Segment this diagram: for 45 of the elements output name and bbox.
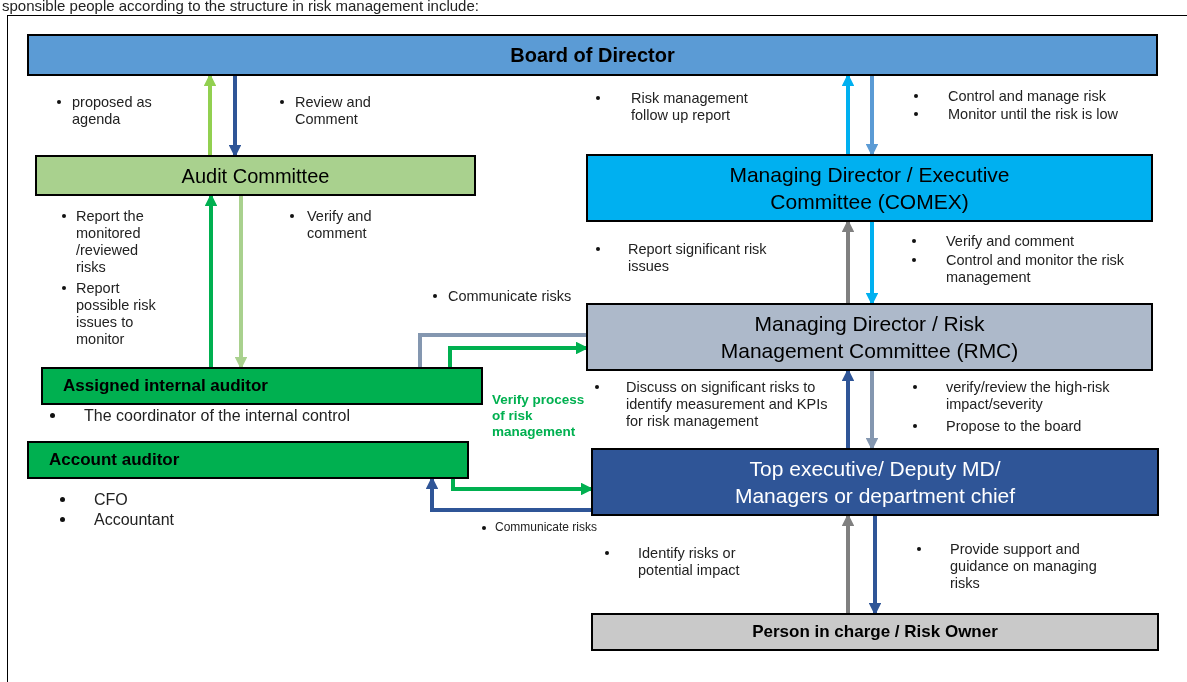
bullet-text: Communicate risks (448, 288, 573, 305)
node-note: CFO (94, 490, 129, 509)
node-title: Audit Committee (181, 163, 330, 189)
bullet-text: Discuss on significant risks to identify measurement and KPIs for risk management (626, 379, 829, 430)
auditor-box (27, 441, 469, 479)
bullet-text: Identify risks or potential impact (638, 545, 741, 579)
bullet-text: Report the monitored /reviewed risks (76, 208, 145, 276)
node-title: Top executive/ Deputy MD/ Managers or department chief (733, 456, 1017, 509)
bullet-text: proposed as agenda (72, 94, 153, 128)
bullet-text: Provide support and guidance on managing risks (950, 541, 1097, 592)
node-title: Managing Director / Executive Committee (COMEX) (728, 162, 1011, 215)
bullet-text: Report possible risk issues to monitor (76, 280, 157, 348)
arrow (865, 222, 879, 306)
bullet-text: Verify and comment (946, 233, 1076, 250)
bullet-text: Communicate risks (495, 520, 599, 534)
bullet-text: Control and manage risk (948, 88, 1107, 105)
node-title: Board of Director (510, 43, 675, 68)
committee-box (586, 303, 1153, 371)
process-note: Verify process of risk management (492, 392, 586, 440)
arrow (234, 196, 248, 370)
bullet-text: Verify and comment (307, 208, 373, 242)
node-note: Accountant (94, 510, 176, 529)
committee-box (35, 155, 476, 196)
arrow (228, 76, 242, 158)
owner-box (591, 613, 1159, 651)
executive-box (591, 448, 1159, 516)
bullet-text: Report significant risk issues (628, 241, 768, 275)
bullet-text: Monitor until the risk is low (948, 106, 1120, 123)
node-title: Person in charge / Risk Owner (752, 621, 998, 644)
bullet-text: Propose to the board (946, 418, 1083, 435)
arrow (865, 76, 879, 157)
arrow (868, 516, 882, 616)
arrow (865, 371, 879, 451)
caption-text: sponsible people according to the structure in risk management include: (2, 0, 480, 14)
bullet-text: Review and Comment (295, 94, 372, 128)
bullet-text: verify/review the high-risk impact/severity (946, 379, 1111, 413)
bullet-text: Risk management follow up report (631, 90, 749, 124)
bullet-text: Control and monitor the risk management (946, 252, 1126, 286)
auditor-box (41, 367, 483, 405)
board-box (27, 34, 1158, 76)
node-title: Managing Director / Risk Management Committee (RMC) (719, 311, 1020, 364)
committee-box (586, 154, 1153, 222)
node-title: Assigned internal auditor (63, 375, 268, 398)
node-note: The coordinator of the internal control (84, 406, 351, 425)
node-title: Account auditor (49, 449, 180, 472)
